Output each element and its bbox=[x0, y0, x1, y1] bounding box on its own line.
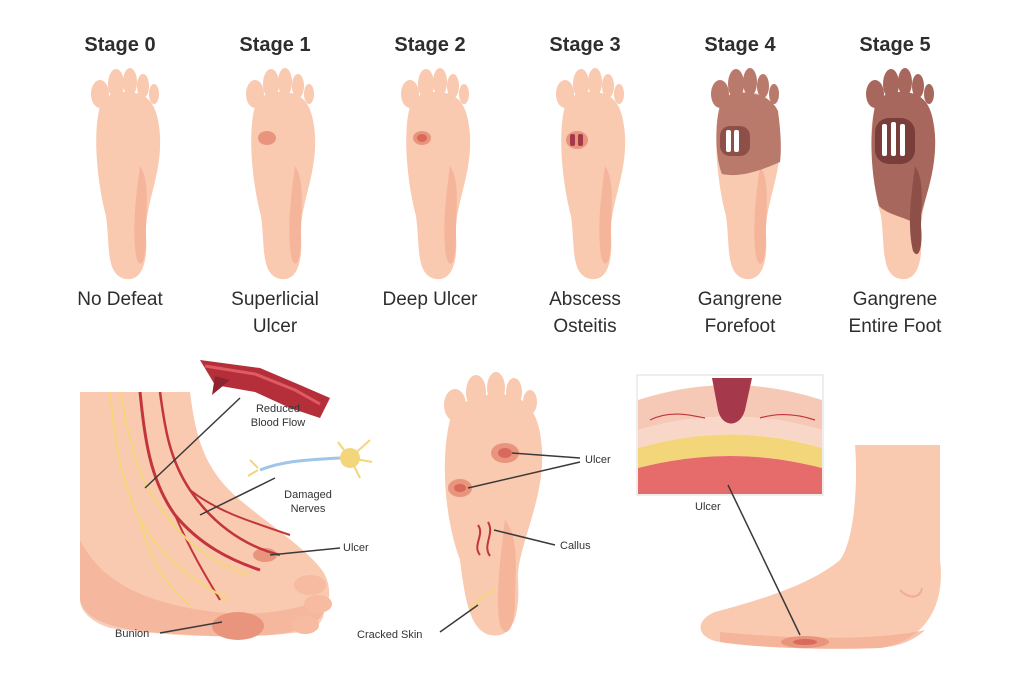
stage-4: Stage 4 Gangrene Forefoot bbox=[665, 30, 815, 350]
stage-0: Stage 0 No Defeat bbox=[45, 30, 195, 350]
foot-sole-icon bbox=[91, 68, 161, 280]
stage-title: Stage 4 bbox=[704, 34, 776, 56]
label-damaged-nerves: Damaged Nerves bbox=[284, 489, 332, 515]
foot-sole-icon bbox=[246, 68, 316, 280]
stage-2: Stage 2 Deep Ulcer bbox=[355, 30, 505, 350]
stage-5: Stage 5 Gangrene Entire Foot bbox=[820, 30, 970, 350]
foot-sole-icon bbox=[866, 68, 936, 280]
stage-label: No Defeat bbox=[77, 289, 163, 310]
stage-label: Abscess Osteitis bbox=[549, 289, 621, 337]
stage-label: Gangrene Forefoot bbox=[697, 289, 783, 337]
stage-title: Stage 1 bbox=[239, 34, 311, 56]
foot-sole-icon bbox=[711, 68, 781, 280]
stage-label: Deep Ulcer bbox=[382, 289, 478, 310]
stage-3: Stage 3 Abscess Osteitis bbox=[510, 30, 660, 350]
ulcer-mark bbox=[258, 131, 276, 145]
label-cracked-skin: Cracked Skin bbox=[357, 629, 423, 641]
stage-title: Stage 5 bbox=[859, 34, 931, 56]
skin-cross-section bbox=[636, 374, 824, 496]
blood-vessel-illustration bbox=[200, 360, 330, 418]
bunion-mark bbox=[212, 612, 264, 640]
stage-title: Stage 0 bbox=[84, 34, 156, 56]
label-ulcer-cross-section: Ulcer bbox=[695, 501, 721, 513]
side-foot-right-illustration bbox=[700, 445, 941, 649]
label-bunion: Bunion bbox=[115, 628, 150, 640]
stage-label: Gangrene Entire Foot bbox=[848, 289, 942, 337]
side-foot-illustration bbox=[80, 391, 332, 640]
foot-sole-icon bbox=[556, 68, 626, 280]
label-reduced-blood-flow: Reduced Blood Flow bbox=[250, 403, 306, 429]
stage-label: Superlicial Ulcer bbox=[231, 289, 319, 337]
stage-1: Stage 1 Superlicial Ulcer bbox=[200, 30, 350, 350]
label-callus: Callus bbox=[560, 540, 591, 552]
sole-foot-illustration bbox=[444, 372, 543, 636]
stage-title: Stage 2 bbox=[394, 34, 466, 56]
label-ulcer-side: Ulcer bbox=[343, 542, 369, 554]
nerve-cell-illustration bbox=[247, 439, 373, 479]
stage-title: Stage 3 bbox=[549, 34, 621, 56]
label-ulcer-sole: Ulcer bbox=[585, 454, 611, 466]
foot-sole-icon bbox=[401, 68, 471, 280]
